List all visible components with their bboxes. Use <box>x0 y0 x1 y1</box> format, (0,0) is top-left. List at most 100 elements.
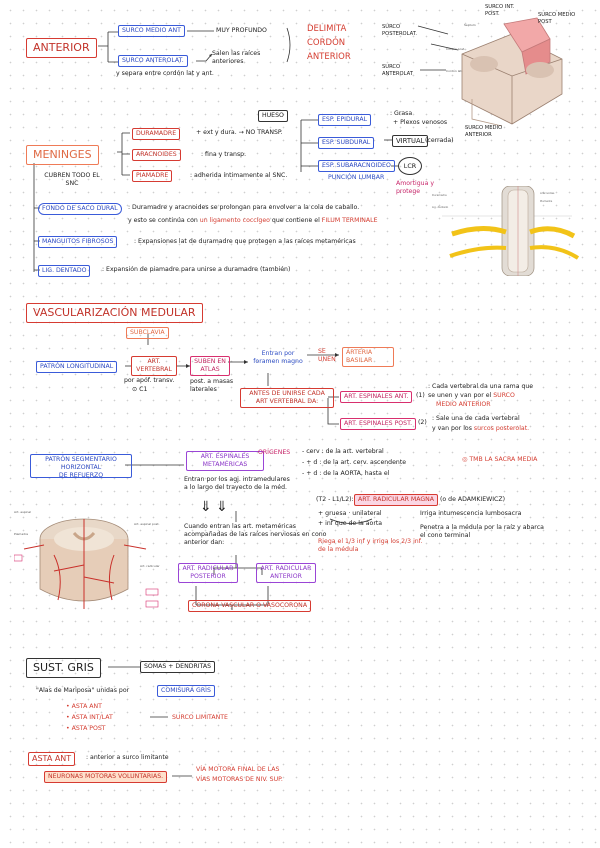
svg-text:Art. espinal: Art. espinal <box>14 510 31 514</box>
aracnoides-box: ARACNOIDES <box>132 149 181 161</box>
patron-seg-line-1: PATRÓN SEGMENTARIO HORIZONTAL <box>45 456 117 471</box>
lig-desc: : Expansión de piamadre para unirse a du… <box>102 266 291 273</box>
esp-ant-desc-2b: SURCO <box>493 392 515 399</box>
surco-limitante-text: SURCO LIMITANTE <box>172 714 228 721</box>
duramadre-box: DURAMADRE <box>132 128 181 140</box>
art-vertebral-box: ART. VERTEBRAL <box>131 356 177 376</box>
post-masas-text: post. a masas laterales <box>190 378 234 393</box>
asta-int-label: ASTA INT/LAT <box>71 714 113 721</box>
antes-unirse-box: ANTES DE UNIRSE CADA ART VERTEBRAL DA: <box>240 388 334 408</box>
fondo-desc-2d: FILUM TERMINALE <box>321 217 378 224</box>
fondo-desc-2b: un ligamento coccígeo <box>199 217 270 224</box>
down-arrows: ⇓ ⇓ <box>200 499 228 515</box>
entran-agujeros-text: Entran por los agj. intramedulares a lo … <box>184 476 290 491</box>
asta-int-item: • ASTA INT/LAT <box>66 714 113 721</box>
esp-ant-box: ART. ESPINALES ANT. <box>340 391 413 403</box>
manguitos-box: MANGUITOS FIBROSOS <box>38 236 118 248</box>
por-apof-text: por apóf. transv. <box>124 377 175 384</box>
riega-text: Riega el 1/3 inf y irriga los 2/3 inf. d… <box>318 538 423 553</box>
virtual-box: VIRTUAL <box>392 135 429 147</box>
subclavia-box: SUBCLAVIA <box>126 327 169 339</box>
origen-cerv-1: - cerv : de la art. vertebral <box>302 448 384 455</box>
esp-post-desc-1: : Sale una de cada vertebral <box>432 415 520 422</box>
salen-raices-text: Salen las raíces anteriores <box>212 50 261 65</box>
surco-medio-anterior-label: SURCO MEDIO ANTERIOR <box>465 125 503 138</box>
esp-post-2: (2) <box>418 419 427 426</box>
comisura-box: COMISURA GRIS <box>157 685 215 697</box>
c1-text: ⊙ C1 <box>132 386 148 393</box>
tmb-sacra-label: TMB LA SACRA MEDIA <box>469 456 538 463</box>
asta-post-label: ASTA POST <box>71 725 106 732</box>
surco-medio-post-label: SURCO MEDIO POST <box>538 12 576 25</box>
hueso-box: HUESO <box>258 110 288 122</box>
se-unen-text: SE UNEN <box>318 348 336 363</box>
fondo-saco-box: FONDO DE SACO DURAL <box>38 203 122 215</box>
esp-ant-desc-1: : Cada vertebral da una rama que <box>428 383 534 390</box>
asta-ant-desc: : anterior a surco limitante <box>86 754 169 761</box>
asta-ant-item: • ASTA ANT <box>66 703 102 710</box>
surco-anterolat-label: SURCO ANTEROLAT <box>382 64 413 77</box>
esp-epidural-box: ESP. EPIDURAL <box>318 114 372 126</box>
origenes-text: ORÍGENES <box>258 449 291 456</box>
surco-int-post-label: SURCO INT. POST. <box>485 4 515 17</box>
rango-text: (T2 - L1/L2): <box>316 496 354 503</box>
fondo-desc-2: y esto se continúa con un ligamento cocc… <box>128 217 378 225</box>
surco-anterolat-box: SURCO ANTEROLAT. <box>118 55 188 67</box>
surco-posterolat-label: SURCO POSTEROLAT. <box>382 24 417 37</box>
svg-text:Art. espinal post.: Art. espinal post. <box>134 522 160 526</box>
delimita-text: DELIMITA <box>307 24 347 34</box>
cubren-text: CUBREN TODO EL SNC <box>44 172 100 187</box>
fondo-desc-1: : Duramadre y aracnoides se prolongan pa… <box>128 204 360 211</box>
svg-text:Art. radicular: Art. radicular <box>140 564 160 568</box>
alas-text: "Alas de Mariposa" unidas por <box>36 687 130 694</box>
esp-post-box: ART. ESPINALES POST. <box>340 418 417 430</box>
origen-aorta: - + d : de la AORTA, hasta el <box>302 470 390 477</box>
asta-post-item: • ASTA POST <box>66 725 106 732</box>
sust-gris-title: SUST. GRIS <box>26 658 101 678</box>
penetra-text: Penetra a la médula por la raíz y abarca… <box>420 524 544 539</box>
vasc-title: VASCULARIZACIÓN MEDULAR <box>26 303 203 323</box>
grasa-text: : Grasa <box>390 110 413 117</box>
esp-subaracnoideo-box: ESP. SUBARACNOIDEO <box>318 160 395 172</box>
origen-cerv-2: - + d : de la art. cerv. ascendente <box>302 459 407 466</box>
cordon-text: CORDÓN <box>307 38 346 48</box>
c1-label: C1 <box>139 386 148 393</box>
esp-ant-1: (1) <box>416 392 425 399</box>
asta-ant-box: ASTA ANT <box>28 752 76 766</box>
inf-text: + inf que de la aorta <box>318 520 383 527</box>
esp-post-desc-2a: y van por los <box>432 425 472 432</box>
radicular-magna-box: ART. RADICULAR MAGNA <box>354 494 438 506</box>
esp-ant-desc-2: se unen y van por el SURCO <box>428 392 515 400</box>
plexos-text: + Plexos venosos <box>393 119 448 126</box>
esp-subdural-box: ESP. SUBDURAL <box>318 137 375 149</box>
neuronas-box: NEURONAS MOTORAS VOLUNTARIAS. <box>44 771 168 783</box>
manguitos-desc: : Expansiones lat de duramadre que prote… <box>134 238 356 245</box>
via-motora-1: VÍA MOTORA FINAL DE LAS <box>196 766 280 773</box>
svg-text:Lig. dentado: Lig. dentado <box>432 205 449 209</box>
asta-ant-label: ASTA ANT <box>71 703 102 710</box>
fondo-desc-2a: y esto se continúa con <box>128 217 198 224</box>
corona-box: CORONA VASCULAR O VASOCORONA <box>188 600 312 612</box>
svg-text:Piamadre: Piamadre <box>14 532 28 536</box>
surco-medio-ant-box: SURCO MEDIO ANT <box>118 25 185 37</box>
rad-ant-box: ART. RADICULAR ANTERIOR <box>256 563 316 583</box>
aracnoides-desc: : fina y transp. <box>201 151 247 158</box>
svg-text:Cordón post.: Cordón post. <box>446 47 465 51</box>
suben-atlas-box: SUBEN EN ATLAS <box>190 356 230 376</box>
rad-post-box: ART. RADICULAR POSTERIOR <box>178 563 238 583</box>
duramadre-desc: + ext y dura. → NO TRANSP. <box>196 129 283 136</box>
art-metamericas-box: ART. ESPINALES METAMÉRICAS <box>186 451 264 471</box>
anterior-word-text: ANTERIOR <box>307 52 351 62</box>
adamkiewicz-text: (o de ADAMKIEWICZ) <box>440 496 506 503</box>
svg-text:Duramadre: Duramadre <box>432 193 447 197</box>
svg-text:Piamadre: Piamadre <box>540 199 553 203</box>
esp-ant-desc-3: MEDIO ANTERIOR <box>436 401 491 408</box>
tmb-sacra-text: ◎ TMB LA SACRA MEDIA <box>462 456 538 463</box>
cuando-text: Cuando entran las art. metaméricas acomp… <box>184 523 327 546</box>
cerrada-text: (cerrada) <box>425 137 454 144</box>
svg-text:Septum: Septum <box>464 23 476 27</box>
patron-seg-box: PATRÓN SEGMENTARIO HORIZONTAL DE REFUERZ… <box>30 454 132 479</box>
piamadre-desc: : adherida íntimamente al SNC. <box>190 172 288 179</box>
lig-dentado-box: LIG. DENTADO <box>38 265 91 277</box>
